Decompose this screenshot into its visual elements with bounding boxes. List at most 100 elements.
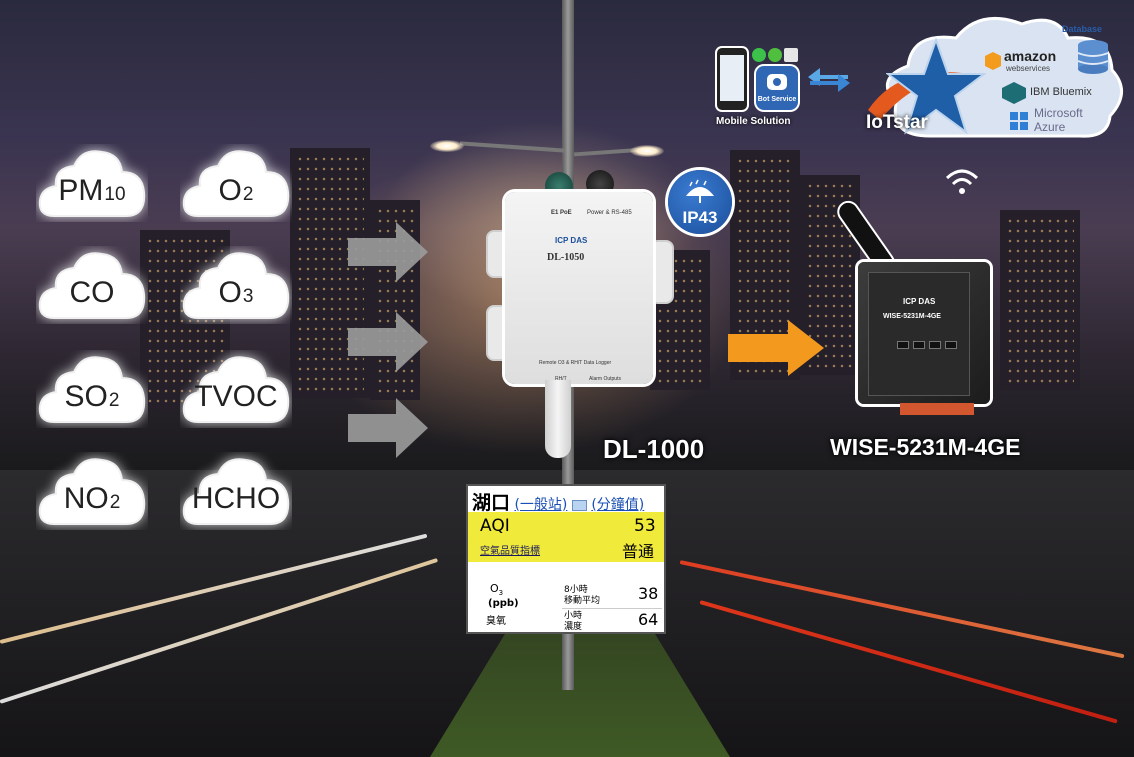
gray-arrow-icon [348, 222, 428, 282]
cloud-icon [38, 150, 146, 217]
aqi-station-type-link[interactable]: (一般站) [514, 497, 568, 513]
o3-sub: 3 [498, 589, 504, 598]
gas-subscript: 2 [109, 492, 121, 513]
aqi-label: AQI [480, 516, 510, 536]
azure-label: Azure [1034, 120, 1066, 134]
phone-screen [720, 55, 744, 101]
aqi-panel: 湖口 (一般站) (分鐘值) AQI 53 空氣品質指標 普通 O3 (ppb)… [466, 484, 666, 634]
sync-arrows-icon [808, 68, 850, 92]
row1-label-a: 8小時 [564, 585, 588, 595]
aqi-index-label: 空氣品質指標 [480, 546, 540, 557]
gas-label: PM10 [36, 174, 148, 208]
wifi-icon [945, 169, 979, 194]
orange-arrow-icon [728, 320, 824, 376]
gas-cloud: O2 [180, 144, 292, 222]
gas-cloud: O3 [180, 246, 292, 324]
gas-subscript: 10 [104, 184, 126, 205]
wise-brand: ICP DAS [903, 297, 936, 306]
device-port-left-label: E1 PoE [551, 210, 572, 216]
device-bottom-left: RH/T [555, 376, 567, 382]
cloud-icon [38, 356, 146, 423]
row2-label-a: 小時 [564, 611, 583, 621]
gas-cloud: SO2 [36, 350, 148, 428]
line-icon [752, 48, 766, 62]
windows-icon [1010, 112, 1028, 130]
wise-front-panel: ICP DAS WISE-5231M-4GE [868, 272, 970, 396]
gas-label: HCHO [180, 482, 292, 516]
o3-name: 臭氧 [486, 616, 506, 627]
bot-label: Bot Service [757, 96, 797, 103]
wise-terminal [900, 403, 974, 415]
aqi-status-band: AQI 53 空氣品質指標 普通 [468, 512, 664, 562]
gas-cloud: CO [36, 246, 148, 324]
gas-base: HCHO [191, 482, 281, 515]
o3-unit: (ppb) [488, 598, 519, 609]
device-bottom-right: Alarm Outputs [589, 376, 621, 382]
iotstar-star-icon [886, 38, 986, 135]
gas-subscript: 2 [108, 390, 120, 411]
aqi-station: 湖口 [472, 492, 511, 514]
gas-cloud: NO2 [36, 452, 148, 530]
gas-label: SO2 [36, 380, 148, 414]
umbrella-icon [686, 179, 714, 203]
device-caption: Remote O3 & RH/T Data Logger [539, 360, 612, 366]
gray-arrow-icon [348, 312, 428, 372]
cloud-icon [182, 150, 290, 217]
gas-base: O [218, 276, 242, 309]
wise-label: WISE-5231M-4GE [830, 434, 1021, 460]
ip43-badge: IP43 [668, 170, 732, 234]
database-icon [1077, 40, 1109, 74]
bluemix-label: IBM Bluemix [1030, 86, 1092, 98]
building [140, 230, 230, 410]
wise-led [929, 341, 941, 349]
building [1000, 210, 1080, 390]
gas-base: SO [64, 380, 108, 413]
o3-base: O [490, 582, 499, 595]
wise-model: WISE-5231M-4GE [883, 313, 941, 320]
cloud-icon [182, 356, 290, 423]
gas-label: CO [36, 276, 148, 310]
device-model: DL-1050 [547, 252, 585, 263]
gas-base: PM [58, 174, 104, 207]
row2-label-b: 濃度 [564, 622, 583, 632]
aqi-divider [562, 608, 662, 609]
gas-base: NO [63, 482, 109, 515]
aws-cube-icon [985, 52, 1001, 70]
device-side-port [650, 240, 674, 304]
gas-cloud: HCHO [180, 452, 292, 530]
database-label: Database [1062, 24, 1103, 34]
cloud-icon [182, 458, 290, 525]
o3-label: O3 [490, 582, 503, 597]
mobile-label: Mobile Solution [716, 116, 791, 127]
cloud-icon [38, 252, 146, 319]
gas-base: O [218, 174, 242, 207]
gas-base: TVOC [194, 380, 278, 413]
gas-label: O2 [180, 174, 292, 208]
iotstar-label: IoTstar [866, 112, 928, 133]
gas-subscript: 3 [242, 286, 254, 307]
mail-icon [784, 48, 798, 62]
chart-icon [571, 499, 587, 511]
street-lamp [630, 145, 664, 157]
gray-arrow-icon [348, 398, 428, 458]
wise-led [945, 341, 957, 349]
gas-label: NO2 [36, 482, 148, 516]
dl-1000-label: DL-1000 [603, 434, 705, 464]
wise-led [897, 341, 909, 349]
wise-led [913, 341, 925, 349]
device-probe [545, 380, 571, 458]
street-lamp [430, 140, 464, 152]
bot-service-icon: Bot Service [756, 66, 798, 110]
bluemix-icon [1002, 82, 1026, 104]
dl-device: E1 PoE Power & RS-485 ICP DAS DL-1050 Re… [505, 192, 653, 384]
ip43-text: IP43 [682, 208, 718, 227]
gas-subscript: 2 [242, 184, 254, 205]
device-brand: ICP DAS [555, 236, 588, 245]
cloud-icon [182, 252, 290, 319]
wechat-icon [768, 48, 782, 62]
row2-value: 64 [638, 610, 659, 629]
aqi-interval-link[interactable]: (分鐘值) [591, 497, 645, 513]
aqi-header: 湖口 (一般站) (分鐘值) [472, 488, 644, 515]
wise-gateway: ICP DAS WISE-5231M-4GE [858, 262, 990, 404]
cloud-icon [38, 458, 146, 525]
